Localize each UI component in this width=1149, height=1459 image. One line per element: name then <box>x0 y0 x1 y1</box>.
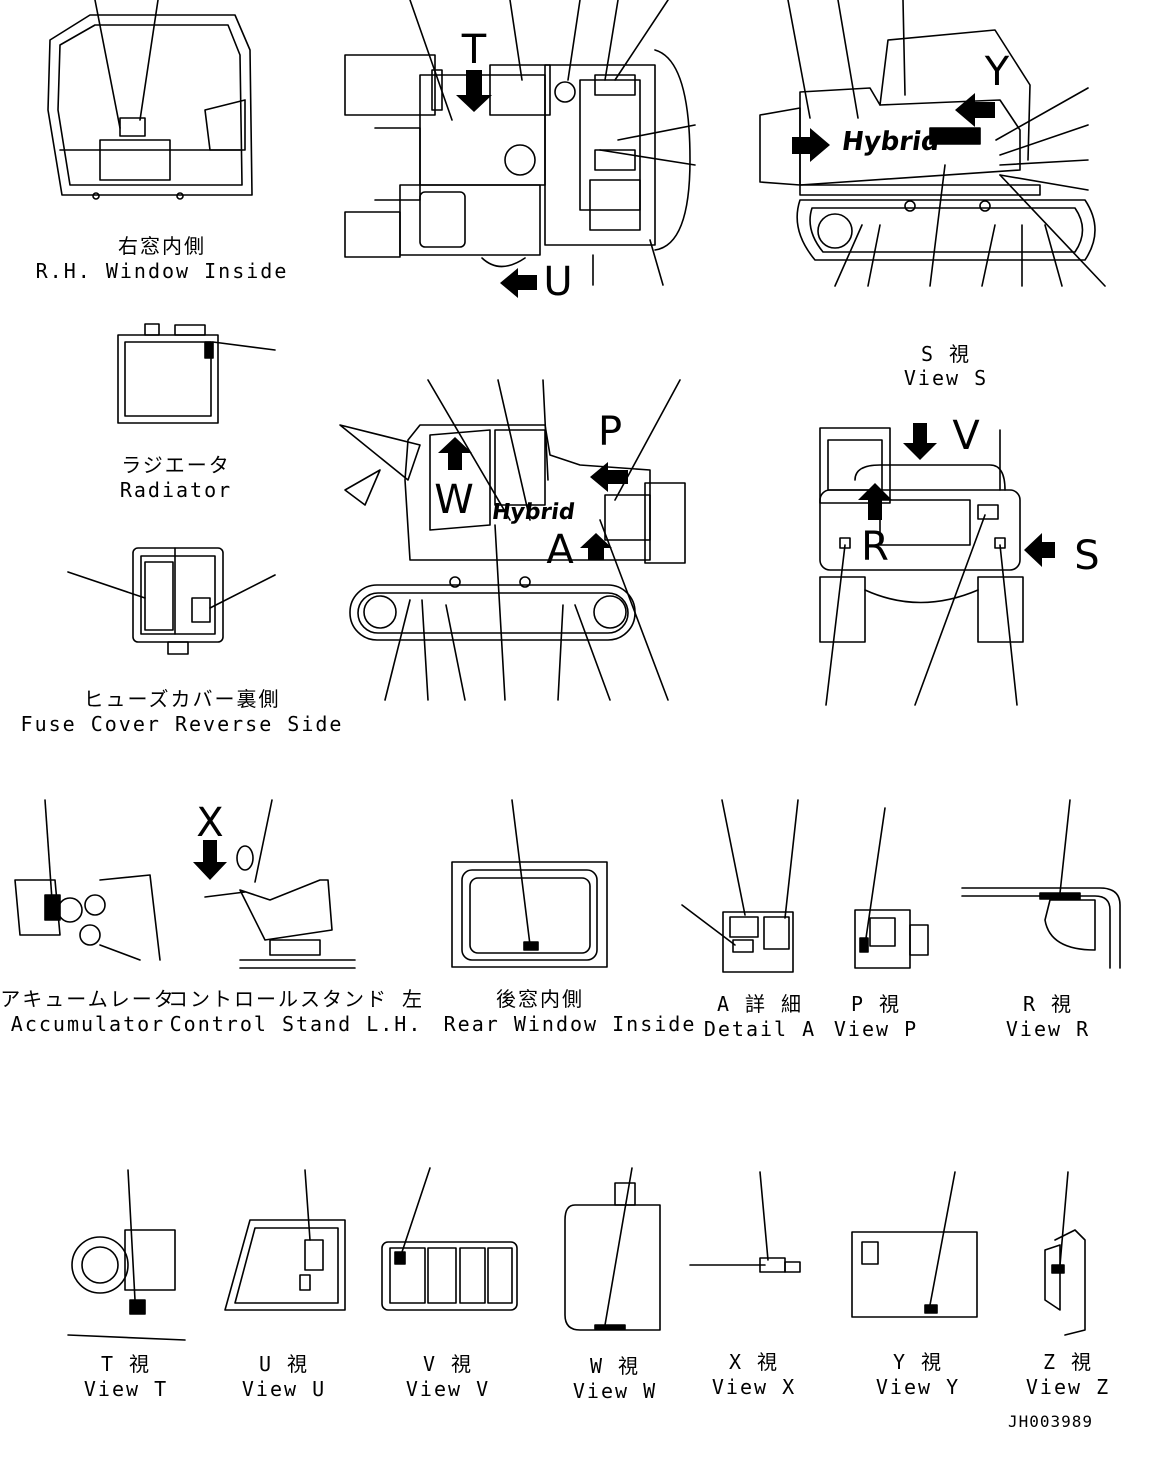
view-u-drawing <box>224 1169 346 1311</box>
rh-window-inside-drawing <box>47 0 253 200</box>
view-letter-p: P <box>597 409 623 455</box>
caption-view-y-en: View Y <box>875 1375 961 1399</box>
rear-view-drawing <box>819 427 1024 706</box>
caption-fuse-en: Fuse Cover Reverse Side <box>20 712 344 736</box>
view-letter-w: W <box>434 477 474 523</box>
accumulator-drawing <box>14 799 161 961</box>
view-p-drawing <box>854 807 929 969</box>
arrow-w <box>438 437 472 470</box>
caption-view-u-jp: U 視 <box>258 1352 310 1376</box>
caption-control-en: Control Stand L.H. <box>169 1012 423 1036</box>
fuse-cover-drawing <box>67 547 276 655</box>
caption-view-u-en: View U <box>241 1377 327 1401</box>
view-letter-v: V <box>952 413 980 459</box>
view-z-drawing <box>1044 1171 1086 1336</box>
view-w-drawing <box>564 1167 661 1331</box>
caption-view-z-jp: Z 視 <box>1042 1350 1094 1374</box>
caption-view-y-jp: Y 視 <box>892 1350 944 1374</box>
arrow-x <box>193 840 227 880</box>
view-letter-s: S <box>1074 533 1100 579</box>
arrow-v <box>903 423 937 460</box>
caption-view-v-en: View V <box>405 1377 491 1401</box>
caption-accumulator-jp: アキュームレータ <box>0 987 176 1011</box>
caption-view-s-jp: S 視 <box>920 342 972 366</box>
caption-view-r-en: View R <box>1005 1017 1091 1041</box>
arrow-s-rear <box>1024 533 1055 567</box>
caption-radiator-en: Radiator <box>119 478 233 502</box>
view-letter-a: A <box>546 527 574 573</box>
center-side-view-drawing <box>339 379 686 701</box>
caption-view-z-en: View Z <box>1025 1375 1111 1399</box>
arrow-y <box>955 93 995 127</box>
rear-window-drawing <box>451 799 608 968</box>
caption-view-w-en: View W <box>572 1379 658 1403</box>
caption-view-t-en: View T <box>83 1377 169 1401</box>
caption-accumulator-en: Accumulator <box>10 1012 166 1036</box>
view-letter-u: U <box>543 259 573 305</box>
view-y-drawing <box>851 1171 978 1318</box>
top-plan-view-drawing <box>344 0 696 286</box>
caption-view-p-jp: P 視 <box>850 992 902 1016</box>
control-stand-drawing <box>204 799 356 969</box>
caption-rh-window-en: R.H. Window Inside <box>35 259 289 283</box>
view-letter-x: X <box>196 800 224 846</box>
caption-view-r-jp: R 視 <box>1022 992 1074 1016</box>
caption-view-p-en: View P <box>833 1017 919 1041</box>
hybrid-logo-side-view: Hybrid <box>490 500 577 525</box>
drawing-code: JH003989 <box>1008 1412 1094 1431</box>
view-v-drawing <box>381 1167 518 1311</box>
view-letter-t: T <box>461 27 487 73</box>
caption-view-x-en: View X <box>711 1375 797 1399</box>
radiator-drawing <box>117 323 276 424</box>
caption-control-jp: コントロールスタンド 左 <box>167 987 425 1011</box>
view-r-drawing <box>961 799 1121 969</box>
detail-a-drawing <box>681 799 799 973</box>
caption-fuse-jp: ヒューズカバー裏側 <box>83 687 281 711</box>
caption-rear-window-jp: 後窓内側 <box>496 987 584 1011</box>
caption-detail-a-en: Detail A <box>703 1017 817 1041</box>
hybrid-logo-view-s: Hybrid <box>839 127 942 157</box>
arrow-a <box>580 533 612 560</box>
caption-view-x-jp: X 視 <box>728 1350 780 1374</box>
caption-rh-window-jp: 右窓内側 <box>118 234 206 258</box>
arrow-r <box>858 483 892 520</box>
view-s-side-drawing <box>759 0 1106 287</box>
arrow-s-side-left <box>792 128 830 162</box>
view-letter-y: Y <box>984 49 1010 95</box>
arrow-t <box>456 70 492 112</box>
caption-detail-a-jp: A 詳 細 <box>716 992 804 1016</box>
arrow-u <box>500 268 537 298</box>
caption-rear-window-en: Rear Window Inside <box>443 1012 697 1036</box>
view-t-drawing <box>67 1169 186 1341</box>
view-x-drawing <box>689 1171 801 1273</box>
caption-view-v-jp: V 視 <box>422 1352 474 1376</box>
arrow-p <box>590 462 628 492</box>
caption-view-w-jp: W 視 <box>589 1354 641 1378</box>
view-letter-r: R <box>861 524 889 570</box>
caption-view-t-jp: T 視 <box>100 1352 152 1376</box>
caption-view-s-en: View S <box>903 366 989 390</box>
caption-radiator-jp: ラジエータ <box>121 453 231 477</box>
